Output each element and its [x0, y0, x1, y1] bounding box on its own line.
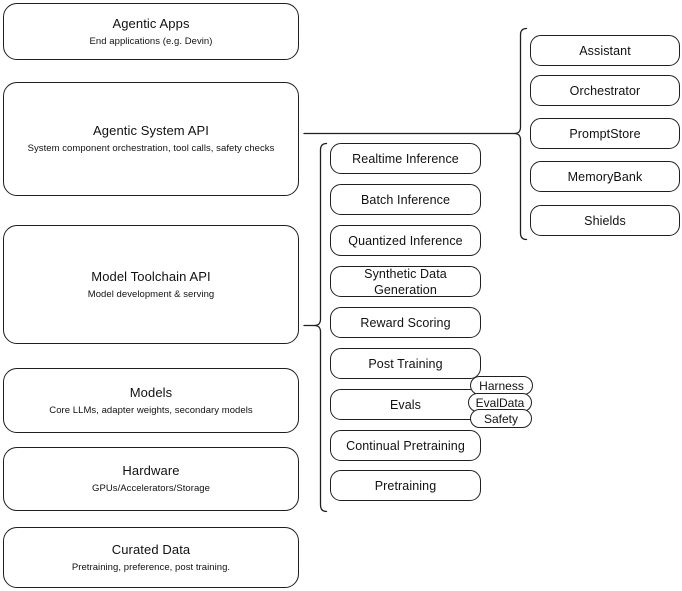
toolchain-label: Pretraining — [374, 478, 437, 493]
toolchain-label: Post Training — [368, 356, 443, 371]
layer-box-models[interactable]: Models Core LLMs, adapter weights, secon… — [3, 368, 299, 433]
layer-title: Hardware — [122, 463, 180, 478]
toolchain-box-synthetic-data-generation[interactable]: Synthetic Data Generation — [330, 266, 481, 297]
agentic-label: Assistant — [579, 43, 631, 58]
toolchain-box-quantized-inference[interactable]: Quantized Inference — [330, 225, 481, 256]
toolchain-box-post-training[interactable]: Post Training — [330, 348, 481, 379]
agentic-box-assistant[interactable]: Assistant — [530, 35, 680, 66]
eval-pill-label: Safety — [483, 411, 519, 426]
eval-pill-label: Harness — [479, 378, 524, 393]
toolchain-label: Synthetic Data Generation — [364, 266, 447, 297]
layer-title: Curated Data — [111, 541, 191, 557]
layer-box-hardware[interactable]: Hardware GPUs/Accelerators/Storage — [3, 447, 299, 511]
layer-subtitle: Model development & serving — [87, 288, 215, 300]
agentic-label: Orchestrator — [569, 83, 641, 98]
layer-title: Agentic Apps — [112, 15, 190, 31]
toolchain-box-reward-scoring[interactable]: Reward Scoring — [330, 307, 481, 338]
layer-subtitle: GPUs/Accelerators/Storage — [92, 483, 210, 494]
layer-box-agentic-apps[interactable]: Agentic Apps End applications (e.g. Devi… — [3, 3, 299, 60]
layer-box-agentic-system-api[interactable]: Agentic System API System component orch… — [3, 82, 299, 196]
eval-pill-evaldata[interactable]: EvalData — [468, 393, 532, 412]
layer-subtitle: End applications (e.g. Devin) — [89, 35, 213, 47]
toolchain-box-continual-pretraining[interactable]: Continual Pretraining — [330, 430, 481, 461]
toolchain-label: Quantized Inference — [348, 233, 463, 248]
layer-subtitle: Pretraining, preference, post training. — [71, 561, 231, 573]
agentic-label: MemoryBank — [567, 169, 643, 184]
brace-toolchain-components — [313, 142, 328, 513]
agentic-box-promptstore[interactable]: PromptStore — [530, 118, 680, 149]
toolchain-label: Evals — [389, 397, 422, 412]
brace-agentic-components — [513, 27, 528, 241]
toolchain-box-pretraining[interactable]: Pretraining — [330, 470, 481, 501]
layer-box-curated-data[interactable]: Curated Data Pretraining, preference, po… — [3, 527, 299, 588]
toolchain-box-evals[interactable]: Evals — [330, 389, 481, 420]
toolchain-label: Reward Scoring — [360, 315, 451, 330]
toolchain-box-realtime-inference[interactable]: Realtime Inference — [330, 143, 481, 174]
layer-title: Agentic System API — [93, 123, 209, 138]
eval-pill-safety[interactable]: Safety — [470, 409, 532, 428]
layer-box-model-toolchain-api[interactable]: Model Toolchain API Model development & … — [3, 225, 299, 344]
agentic-label: PromptStore — [569, 126, 641, 141]
toolchain-box-batch-inference[interactable]: Batch Inference — [330, 184, 481, 215]
agentic-box-orchestrator[interactable]: Orchestrator — [530, 75, 680, 106]
eval-pill-label: EvalData — [475, 395, 525, 410]
layer-title: Models — [129, 384, 173, 400]
layer-subtitle: Core LLMs, adapter weights, secondary mo… — [49, 404, 253, 416]
layer-subtitle: System component orchestration, tool cal… — [27, 143, 275, 154]
agentic-box-shields[interactable]: Shields — [530, 205, 680, 236]
toolchain-label: Batch Inference — [360, 192, 451, 207]
layer-title: Model Toolchain API — [91, 268, 211, 284]
agentic-box-memorybank[interactable]: MemoryBank — [530, 161, 680, 192]
toolchain-label: Realtime Inference — [352, 151, 459, 166]
agentic-label: Shields — [584, 213, 626, 228]
toolchain-label: Continual Pretraining — [346, 438, 465, 453]
